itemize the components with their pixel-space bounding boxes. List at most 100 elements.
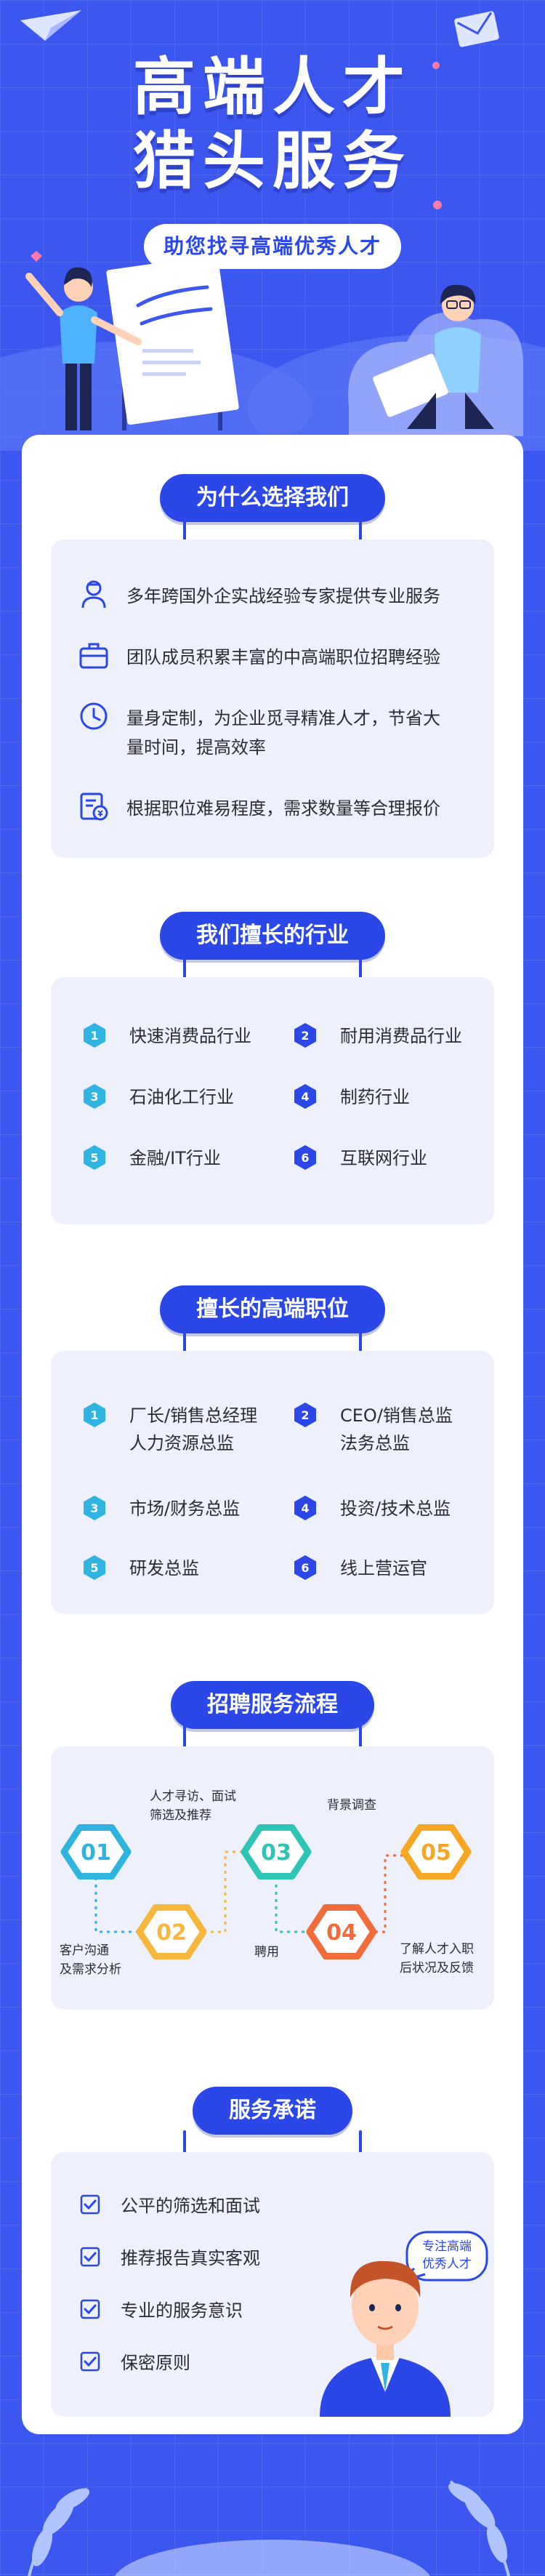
number-badge-icon: 6: [294, 1145, 316, 1170]
heading-connector: [183, 1725, 186, 1752]
position-item-text: 厂长/销售总经理人力资源总监: [129, 1402, 257, 1457]
number-badge-icon: 4: [294, 1084, 316, 1109]
process-label-line: 人才寻访、面试: [150, 1789, 236, 1804]
person-icon: [81, 580, 106, 609]
process-step-hexagon: [241, 1824, 312, 1879]
process-step-number: 04: [326, 1920, 357, 1946]
svg-text:2: 2: [301, 1029, 309, 1043]
industry-item-text: 互联网行业: [340, 1148, 427, 1168]
position-item-line: 法务总监: [340, 1433, 410, 1453]
process-step-05: 05: [400, 1824, 472, 1879]
position-item-text: 市场/财务总监: [129, 1495, 240, 1522]
heading-connector: [183, 955, 186, 983]
positions-panel: 1 厂长/销售总经理人力资源总监 2 CEO/销售总监法务总监 3 市场/财务总监 4 投资/…: [51, 1351, 494, 1614]
industry-item-text: 金融/IT行业: [129, 1148, 221, 1168]
why-item: 多年跨国外企实战经验专家提供专业服务: [77, 580, 484, 611]
briefcase-icon: [79, 643, 108, 669]
presenter-woman-figure: [25, 267, 142, 430]
process-label-05: 了解人才入职 后状况及反馈: [400, 1940, 474, 1978]
promise-item: 保密原则: [80, 2348, 190, 2374]
why-item-text: 量身定制，为企业觅寻精准人才，节省大 量时间，提高效率: [126, 704, 440, 762]
why-item: 量身定制，为企业觅寻精准人才，节省大 量时间，提高效率: [77, 702, 484, 762]
svg-text:4: 4: [301, 1090, 309, 1104]
position-item-line: 投资/技术总监: [340, 1498, 451, 1519]
industry-item-text: 石油化工行业: [129, 1087, 234, 1107]
speech-bubble-text: 专注高端 优秀人才: [407, 2238, 487, 2273]
price-document-icon: [80, 793, 108, 821]
position-item-line: 人力资源总监: [129, 1433, 234, 1453]
hero-illustration: [0, 10, 545, 451]
number-badge-icon: 1: [84, 1023, 105, 1048]
position-item: 3 市场/财务总监: [80, 1495, 240, 1522]
heading-connector: [183, 2130, 186, 2158]
process-step-number: 02: [156, 1920, 187, 1946]
promise-item: 公平的筛选和面试: [80, 2191, 260, 2217]
number-badge-icon: 6: [294, 1555, 316, 1580]
why-item-text: 多年跨国外企实战经验专家提供专业服务: [126, 586, 440, 606]
heading-connector: [359, 955, 362, 983]
why-item-text: 团队成员积累丰富的中高端职位招聘经验: [126, 647, 440, 667]
checkbox-checked-icon: [80, 2194, 100, 2214]
leaf-decoration: [28, 2487, 90, 2576]
promise-item-text: 专业的服务意识: [121, 2300, 243, 2321]
why-item: 团队成员积累丰富的中高端职位招聘经验: [77, 643, 484, 672]
position-item-line: 研发总监: [129, 1558, 199, 1578]
clock-icon: [80, 702, 108, 730]
process-label-03: 聘用: [254, 1943, 279, 1962]
process-step-hexagon: [136, 1904, 207, 1959]
position-item-text: 投资/技术总监: [340, 1495, 451, 1522]
heading-connector: [183, 518, 186, 545]
checkbox-checked-icon: [80, 2299, 100, 2319]
position-item: 6 线上营运官: [291, 1554, 427, 1582]
position-item-text: CEO/销售总监法务总监: [340, 1402, 453, 1457]
number-badge-icon: 1: [84, 1403, 105, 1427]
position-item: 2 CEO/销售总监法务总监: [291, 1402, 453, 1457]
process-step-number: 03: [261, 1840, 291, 1866]
industry-item: 6 互联网行业: [291, 1144, 427, 1172]
process-step-03: 03: [241, 1824, 312, 1879]
section-heading-process: 招聘服务流程: [171, 1681, 374, 1729]
heading-connector: [359, 2130, 362, 2158]
process-label-line: 及需求分析: [60, 1962, 121, 1977]
promise-panel: 公平的筛选和面试推荐报告真实客观专业的服务意识保密原则 专注高端 优秀人才: [51, 2152, 494, 2417]
svg-text:6: 6: [301, 1561, 309, 1575]
hero-subtitle: 助您找寻高端优秀人才: [144, 224, 401, 269]
hero-title-line1: 高端人才: [133, 51, 412, 124]
section-heading-industries: 我们擅长的行业: [160, 912, 385, 960]
process-step-hexagon: [306, 1904, 377, 1959]
promise-item-text: 推荐报告真实客观: [121, 2248, 260, 2268]
svg-text:4: 4: [301, 1501, 309, 1515]
speech-bubble-line: 专注高端: [422, 2239, 472, 2254]
process-label-line: 背景调查: [327, 1798, 376, 1813]
number-badge-icon: 3: [84, 1084, 105, 1109]
laptop-man-figure: [373, 284, 494, 429]
why-item: 根据职位难易程度，需求数量等合理报价: [77, 793, 484, 823]
process-step-04: 04: [306, 1904, 377, 1959]
process-label-02: 人才寻访、面试 筛选及推荐: [150, 1787, 236, 1825]
number-badge-icon: 2: [294, 1403, 316, 1427]
process-label-line: 了解人才入职: [400, 1942, 474, 1957]
leaf-decoration: [448, 2480, 510, 2576]
heading-connector: [359, 518, 362, 545]
why-item-text: 根据职位难易程度，需求数量等合理报价: [126, 798, 440, 819]
section-heading-positions: 擅长的高端职位: [160, 1285, 385, 1333]
heading-connector: [359, 1329, 362, 1357]
position-item-text: 线上营运官: [340, 1554, 427, 1582]
svg-text:3: 3: [90, 1090, 98, 1104]
position-item: 1 厂长/销售总经理人力资源总监: [80, 1402, 257, 1457]
number-badge-icon: 4: [294, 1496, 316, 1520]
why-item-text-line2: 量时间，提高效率: [126, 737, 266, 758]
process-label-line: 后状况及反馈: [400, 1961, 474, 1975]
svg-text:2: 2: [301, 1408, 309, 1422]
promise-item: 专业的服务意识: [80, 2296, 243, 2322]
decorative-plants: [28, 2480, 510, 2576]
industry-item-text: 制药行业: [340, 1087, 410, 1107]
process-label-01: 客户沟通 及需求分析: [60, 1941, 121, 1979]
svg-text:3: 3: [90, 1501, 98, 1515]
svg-text:5: 5: [90, 1561, 98, 1575]
